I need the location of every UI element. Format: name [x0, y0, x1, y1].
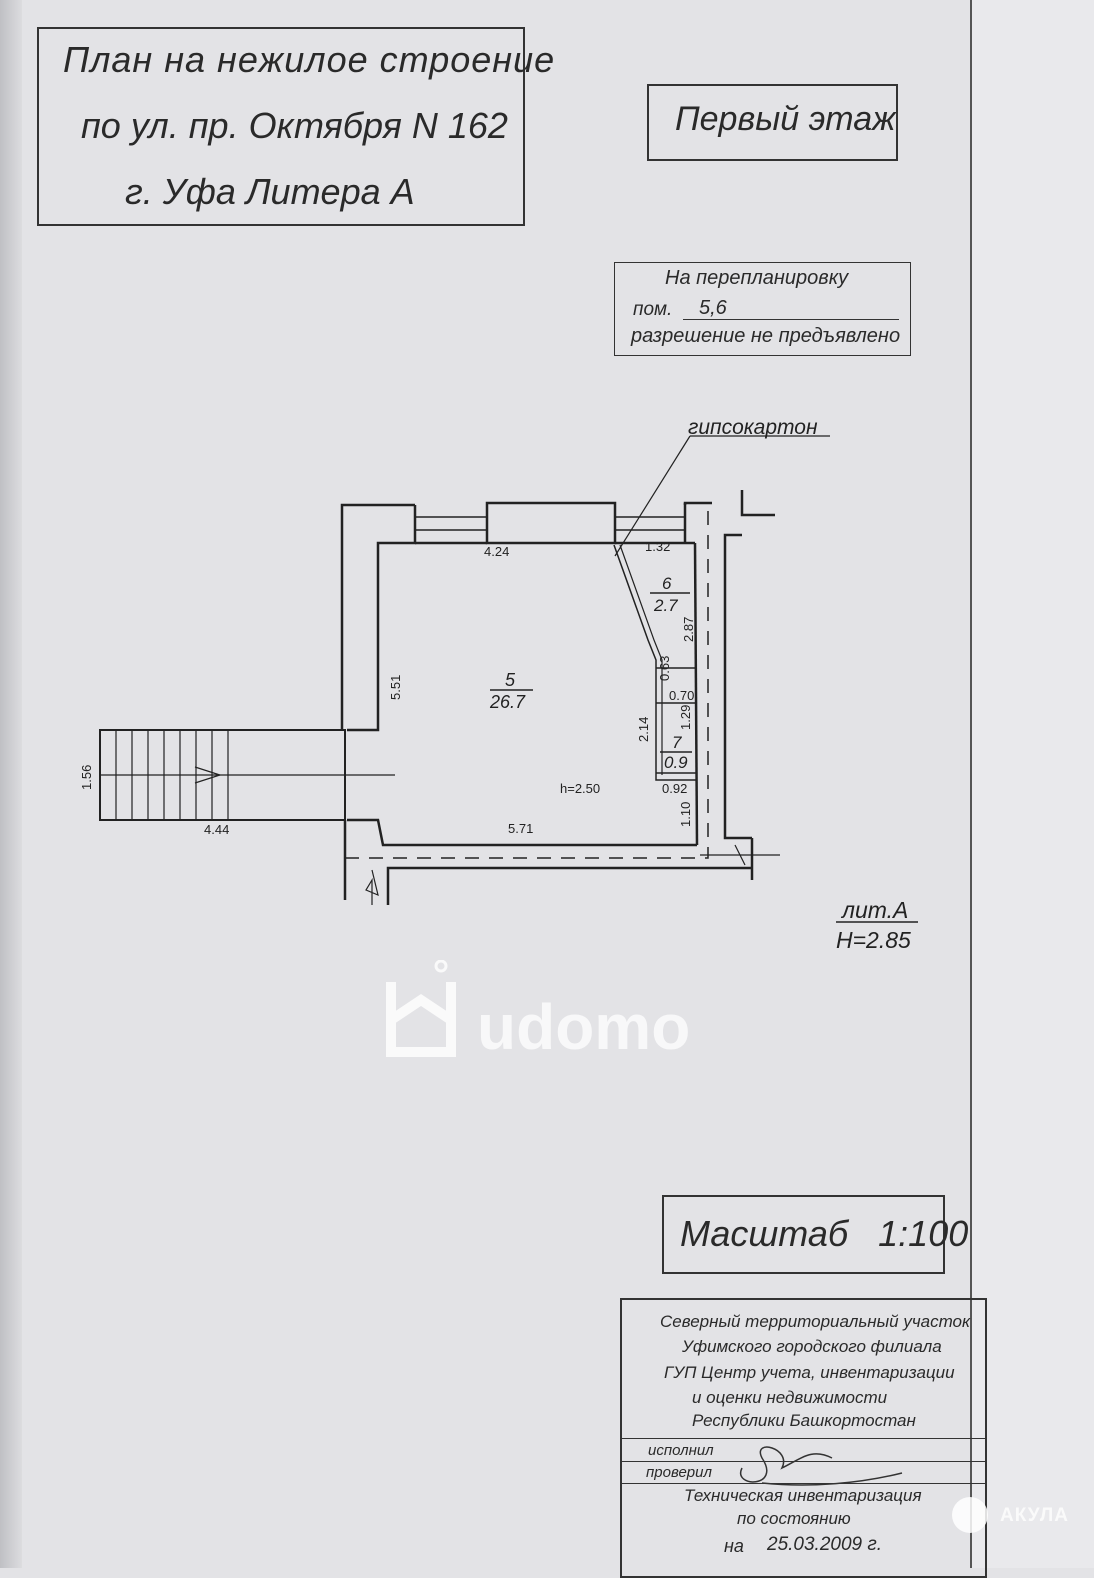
stamp-checked-label: проверил: [646, 1464, 712, 1481]
stair-steps: [115, 730, 229, 820]
dim-stairs-length: 4.44: [204, 822, 229, 837]
stamp-box: Северный территориальный участок Уфимско…: [620, 1298, 987, 1578]
wall-left-outer: [340, 503, 415, 730]
permission-prefix: пом.: [633, 299, 673, 320]
dim-top-main: 4.24: [484, 544, 509, 559]
room-6-number: 6: [662, 574, 672, 593]
akula-logo-icon: [952, 1497, 988, 1533]
stamp-divider: [622, 1438, 985, 1439]
stamp-line-1: Северный территориальный участок: [660, 1312, 971, 1331]
wall-right-inner: [683, 501, 712, 505]
title-line-1: План на нежилое строение: [63, 39, 556, 80]
stamp-date: 25.03.2009 г.: [767, 1534, 883, 1555]
wall-left-lower: [347, 818, 697, 847]
ceiling-height: h=2.50: [560, 781, 600, 796]
permission-underline: [683, 319, 899, 320]
wall-left-inner: [347, 505, 417, 732]
permission-line-1: На перепланировку: [665, 267, 849, 289]
wall-right-outer: [723, 533, 752, 840]
title-line-2: по ул. пр. Октября N 162: [81, 105, 508, 146]
stamp-date-prefix: на: [724, 1536, 744, 1556]
room-7-area: 0.9: [664, 753, 688, 772]
stamp-line-3: ГУП Центр учета, инвентаризации: [664, 1363, 955, 1382]
scale-box: Масштаб 1:100: [662, 1195, 968, 1274]
stamp-inventory-line-1: Техническая инвентаризация: [684, 1486, 922, 1505]
stamp-inventory-line-2: по состоянию: [737, 1509, 851, 1528]
dim-110: 1.10: [678, 802, 693, 827]
drywall-partition: [613, 544, 697, 781]
scale-label: Масштаб 1:100: [680, 1213, 969, 1254]
wall-top-middle: [485, 501, 617, 545]
dim-129: 1.29: [678, 705, 693, 730]
corridor-dashed-line: [345, 505, 709, 859]
dim-bottom: 5.71: [508, 821, 533, 836]
dim-070: 0.70: [669, 688, 694, 703]
permission-note-box: На перепланировку пом. 5,6 разрешение не…: [614, 262, 911, 356]
stamp-line-4: и оценки недвижимости: [692, 1388, 888, 1407]
room-7-number: 7: [672, 733, 682, 752]
wall-bottom-outer: [386, 866, 752, 905]
page-right-margin: [970, 0, 1094, 1568]
dim-top-small: 1.32: [645, 539, 670, 554]
dim-stairs-width: 1.56: [79, 765, 94, 790]
dim-214: 2.14: [636, 717, 651, 742]
signature: [739, 1446, 903, 1486]
udomo-logo-icon: [386, 960, 456, 1057]
dim-room6-height: 2.87: [681, 617, 696, 642]
stamp-performed-label: исполнил: [648, 1442, 714, 1459]
stamp-divider: [622, 1461, 985, 1462]
dim-063: 0.63: [657, 656, 672, 681]
stamp-divider: [622, 1483, 985, 1484]
title-line-3: г. Уфа Литера А: [125, 171, 415, 212]
permission-line-3: разрешение не предъявлено: [631, 325, 901, 347]
drywall-label: гипсокартон: [688, 416, 818, 439]
room-6-area: 2.7: [653, 596, 678, 615]
floor-label: Первый этаж: [675, 100, 896, 138]
liter-height: H=2.85: [836, 927, 911, 953]
room-5-number: 5: [505, 670, 516, 690]
dim-left: 5.51: [388, 675, 403, 700]
title-box: План на нежилое строение по ул. пр. Октя…: [37, 27, 554, 226]
room-5-area: 26.7: [489, 692, 526, 712]
page-fold-shadow: [0, 0, 22, 1568]
akula-text: АКУЛА: [1000, 1505, 1069, 1526]
udomo-text: udomo: [477, 991, 691, 1063]
dim-092: 0.92: [662, 781, 687, 796]
floor-label-box: Первый этаж: [647, 84, 898, 161]
permission-rooms: 5,6: [699, 297, 727, 319]
stamp-line-5: Республики Башкортостан: [692, 1411, 916, 1430]
stamp-line-2: Уфимского городского филиала: [682, 1337, 942, 1356]
liter-name: лит.А: [840, 897, 908, 923]
